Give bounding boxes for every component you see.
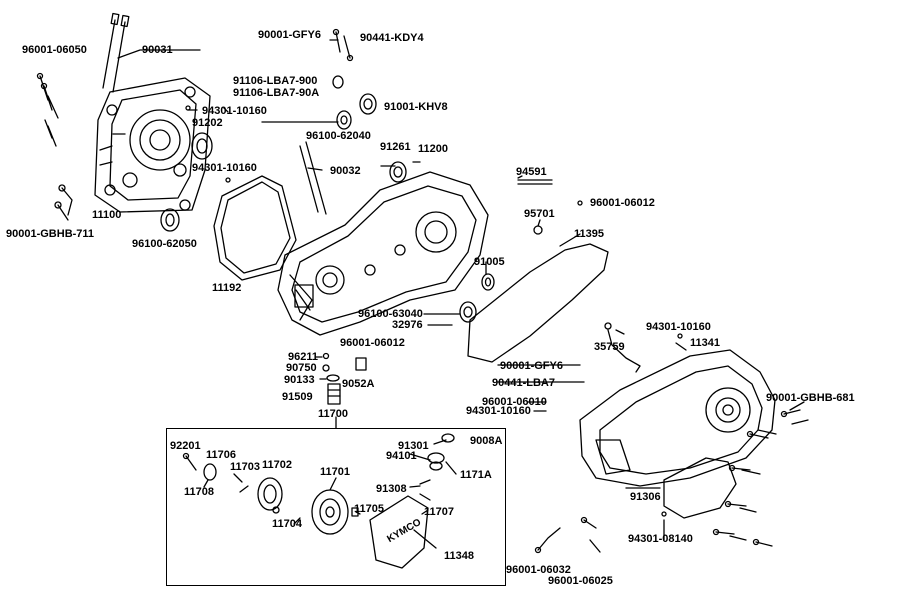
stud-90031-a bbox=[102, 19, 116, 89]
label-91106-lba7-900: 91106-LBA7-900 bbox=[233, 75, 318, 87]
label-96001-06050: 96001-06050 bbox=[22, 44, 87, 56]
kick-starter-frame bbox=[166, 428, 506, 586]
label-91308: 91308 bbox=[376, 483, 407, 495]
gasket-91306 bbox=[663, 457, 737, 519]
label-96001-06032: 96001-06032 bbox=[506, 564, 571, 576]
stud-90032-b bbox=[305, 141, 327, 215]
label-11703: 11703 bbox=[230, 461, 260, 473]
label-11200: 11200 bbox=[418, 143, 448, 155]
label-94301-10160-c: 94301-10160 bbox=[646, 321, 711, 333]
label-91261: 91261 bbox=[380, 141, 411, 153]
label-11706: 11706 bbox=[206, 449, 236, 461]
left-crankcase-11100 bbox=[94, 77, 211, 213]
label-96001-06010: 96001-06010 bbox=[482, 396, 547, 408]
bar-94591 bbox=[517, 179, 553, 185]
right-crankcase-11200 bbox=[277, 171, 489, 336]
label-32976: 32976 bbox=[392, 319, 423, 331]
label-11707: 11707 bbox=[424, 506, 454, 518]
label-11702: 11702 bbox=[262, 459, 292, 471]
bearing-96100-62040 bbox=[336, 110, 352, 130]
label-91301: 91301 bbox=[398, 440, 429, 452]
label-95701: 95701 bbox=[524, 208, 555, 220]
label-1171a: 1171A bbox=[460, 469, 492, 481]
label-11701: 11701 bbox=[320, 466, 350, 478]
label-11708: 11708 bbox=[184, 486, 214, 498]
label-90441-lba7: 90441-LBA7 bbox=[492, 377, 555, 389]
label-90750: 90750 bbox=[286, 362, 317, 374]
label-94301-10160-a: 94301-10160 bbox=[202, 105, 267, 117]
bolt-set-bottom bbox=[534, 516, 601, 554]
label-35759: 35759 bbox=[594, 341, 625, 353]
bolt-set-right bbox=[712, 409, 809, 547]
label-91306: 91306 bbox=[630, 491, 661, 503]
label-91005: 91005 bbox=[474, 256, 505, 268]
kick-starter-assembly bbox=[182, 433, 455, 569]
label-11395: 11395 bbox=[574, 228, 604, 240]
label-11348: 11348 bbox=[444, 550, 474, 562]
label-90001-gbhb-711: 90001-GBHB-711 bbox=[6, 228, 95, 240]
label-11704: 11704 bbox=[272, 518, 302, 530]
label-96001-06025: 96001-06025 bbox=[548, 575, 613, 587]
gasket-11395 bbox=[467, 243, 609, 363]
label-90001-gfy6-top: 90001-GFY6 bbox=[258, 29, 321, 41]
bearing-96100-62050 bbox=[160, 208, 180, 232]
label-96001-06012-b: 96001-06012 bbox=[340, 337, 405, 349]
label-96100-62050: 96100-62050 bbox=[132, 238, 197, 250]
label-91106-lba7-90a: 91106-LBA7-90A bbox=[233, 87, 320, 99]
label-94101: 94101 bbox=[386, 450, 417, 462]
label-92201: 92201 bbox=[170, 440, 201, 452]
plug-95701 bbox=[533, 225, 543, 235]
bearing-96100-63040 bbox=[459, 301, 477, 323]
seal-91261 bbox=[389, 161, 407, 183]
seal-91005 bbox=[481, 273, 495, 291]
label-96100-63040: 96100-63040 bbox=[358, 308, 423, 320]
label-9052a: 9052A bbox=[342, 378, 375, 390]
drain-plug-group bbox=[322, 352, 341, 405]
seal-91106 bbox=[332, 75, 344, 89]
stud-90032-a bbox=[299, 145, 319, 213]
label-11100: 11100 bbox=[92, 209, 122, 221]
bolt-set-90001-gbhb-711 bbox=[54, 184, 73, 221]
label-94301-08140: 94301-08140 bbox=[628, 533, 693, 545]
label-91001-khv8: 91001-KHV8 bbox=[384, 101, 448, 113]
label-90032: 90032 bbox=[330, 165, 361, 177]
seal-91202 bbox=[191, 132, 213, 160]
label-90001-gbhb-681: 90001-GBHB-681 bbox=[766, 392, 855, 404]
label-11705: 11705 bbox=[354, 503, 384, 515]
right-cover-11341 bbox=[579, 349, 776, 487]
bolt-set-96001-06050 bbox=[36, 72, 59, 147]
label-94591: 94591 bbox=[516, 166, 547, 178]
label-96001-06012-a: 96001-06012 bbox=[590, 197, 655, 209]
label-90441-kdy4: 90441-KDY4 bbox=[360, 32, 424, 44]
label-90001-gfy6-mid: 90001-GFY6 bbox=[500, 360, 563, 372]
spring-11702 bbox=[257, 477, 283, 511]
label-94301-10160-b: 94301-10160 bbox=[192, 162, 257, 174]
label-90031: 90031 bbox=[142, 44, 173, 56]
label-94301-10160-d: 94301-10160 bbox=[466, 405, 531, 417]
label-91202: 91202 bbox=[192, 117, 223, 129]
gasket-11192 bbox=[213, 175, 297, 281]
label-9008a: 9008A bbox=[470, 435, 503, 447]
label-96100-62040: 96100-62040 bbox=[306, 130, 371, 142]
bolt-90001-gfy6-top bbox=[335, 31, 351, 59]
label-11341: 11341 bbox=[690, 337, 720, 349]
plug-9052a bbox=[355, 357, 367, 371]
label-96211: 96211 bbox=[288, 351, 318, 363]
label-11700: 11700 bbox=[318, 408, 348, 420]
label-11192: 11192 bbox=[212, 282, 242, 294]
cover-11348 bbox=[369, 495, 429, 569]
cable-35759 bbox=[607, 329, 641, 373]
label-90133: 90133 bbox=[284, 374, 315, 386]
seal-91001-khv8 bbox=[359, 93, 377, 115]
label-91509: 91509 bbox=[282, 391, 313, 403]
